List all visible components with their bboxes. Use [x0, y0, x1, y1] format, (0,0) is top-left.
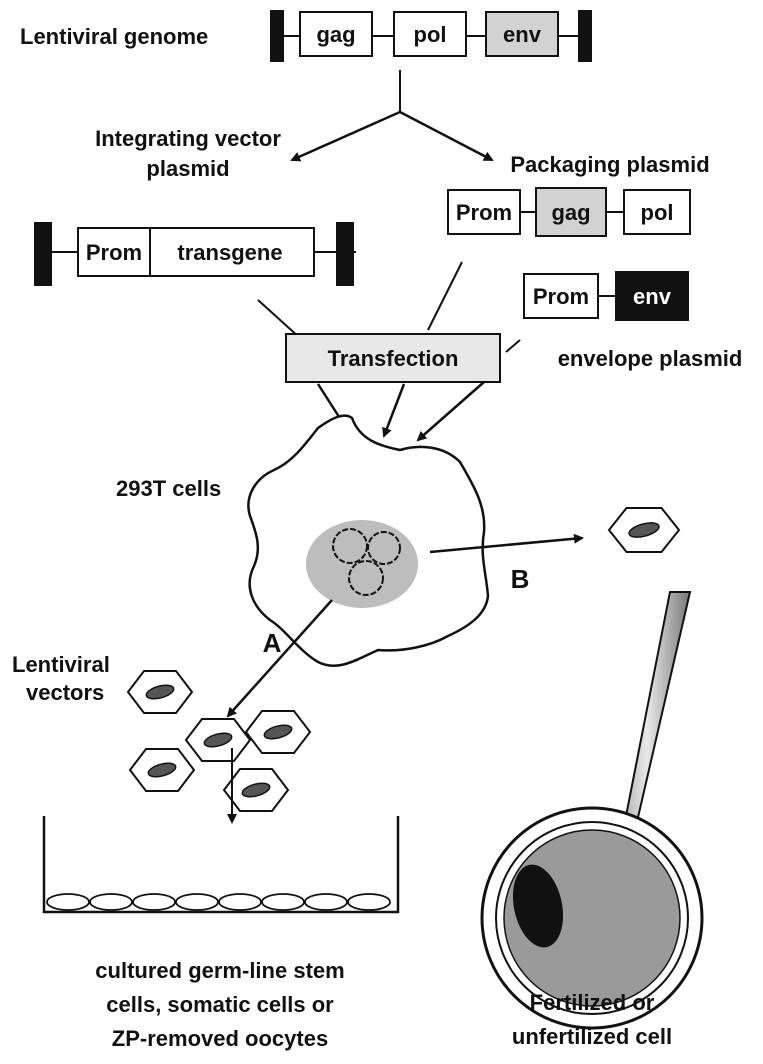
cultured-cells-caption-line3: ZP-removed oocytes [112, 1026, 328, 1051]
envelope-prom-label: Prom [533, 284, 589, 309]
integrating-vector-label-line1: Integrating vector [95, 126, 281, 151]
envelope-plasmid-construct: Prom env [524, 272, 688, 320]
packaging-prom-label: Prom [456, 200, 512, 225]
transfection-label: Transfection [328, 346, 459, 371]
genome-pol-label: pol [414, 22, 447, 47]
lentiviral-vectors-label-line1: Lentiviral [12, 652, 110, 677]
cultured-cell-layer [47, 894, 390, 910]
single-lentiviral-particle [609, 508, 679, 552]
lentiviral-vectors-label-line2: vectors [26, 680, 104, 705]
lentiviral-particle-2 [186, 719, 250, 761]
genome-split-arrows [292, 70, 492, 160]
vector-ltr-right-bar [336, 222, 354, 286]
cultured-cells-caption-line1: cultured germ-line stem [95, 958, 344, 983]
transfection-box: Transfection [286, 334, 500, 382]
packaging-gag-label: gag [551, 200, 590, 225]
vector-transgene-label: transgene [177, 240, 282, 265]
cultured-cell-4 [176, 894, 218, 910]
envelope-env-label: env [633, 284, 672, 309]
route-b-label: B [511, 564, 530, 594]
genome-env-label: env [503, 22, 542, 47]
cultured-cells-caption-line2: cells, somatic cells or [106, 992, 334, 1017]
lentiviral-particle-1 [128, 671, 192, 713]
lentiviral-particle-4 [130, 749, 194, 791]
293t-cells-label: 293T cells [116, 476, 221, 501]
culture-dish [44, 816, 398, 912]
293t-cell [248, 416, 488, 666]
envelope-plasmid-label: envelope plasmid [558, 346, 743, 371]
integrating-vector-construct: Prom transgene [34, 222, 356, 286]
fertilized-cell-caption-line2: unfertilized cell [512, 1024, 672, 1049]
ltr-right-bar [578, 10, 592, 62]
lentiviral-particle-3 [246, 711, 310, 753]
integrating-vector-label-line2: plasmid [146, 156, 229, 181]
genome-gag-label: gag [316, 22, 355, 47]
route-a-label: A [263, 628, 282, 658]
fertilized-cell-caption-line1: Fertilized or [530, 990, 655, 1015]
cultured-cell-3 [133, 894, 175, 910]
ltr-left-bar [270, 10, 284, 62]
cultured-cell-1 [47, 894, 89, 910]
packaging-plasmid-label: Packaging plasmid [510, 152, 709, 177]
vector-ltr-left-bar [34, 222, 52, 286]
packaging-plasmid-construct: Prom gag pol [448, 188, 690, 236]
lentiviral-particle-5 [224, 769, 288, 811]
cultured-cell-2 [90, 894, 132, 910]
packaging-pol-label: pol [641, 200, 674, 225]
cultured-cell-5 [219, 894, 261, 910]
cultured-cell-8 [348, 894, 390, 910]
lentiviral-genome-construct: gag pol env [270, 10, 592, 62]
cultured-cell-6 [262, 894, 304, 910]
vector-prom-label: Prom [86, 240, 142, 265]
cultured-cell-7 [305, 894, 347, 910]
lentiviral-genome-label: Lentiviral genome [20, 24, 208, 49]
